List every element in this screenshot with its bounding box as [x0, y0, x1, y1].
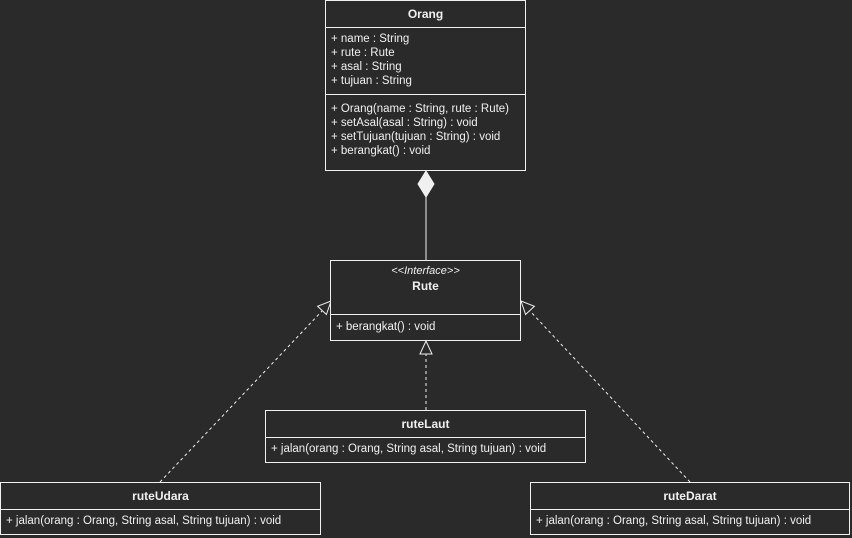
class-rute-udara-header: ruteUdara — [1, 483, 320, 510]
class-rute-laut[interactable]: ruteLaut + jalan(orang : Orang, String a… — [265, 410, 586, 463]
attribute-asal: + asal : String — [331, 61, 402, 73]
realization-arrowhead-rute-darat — [520, 300, 536, 316]
interface-rute[interactable]: <<Interface>> Rute + berangkat() : void — [330, 260, 521, 341]
class-rute-udara-name: ruteUdara — [132, 489, 189, 503]
interface-rute-methods: + berangkat() : void — [331, 315, 520, 338]
attribute-name: + name : String — [331, 33, 410, 45]
interface-rute-stereotype: <<Interface>> — [391, 265, 460, 277]
method-orang-constructor: + Orang(name : String, rute : Rute) — [331, 103, 510, 115]
class-rute-darat-name: ruteDarat — [663, 489, 717, 503]
method-berangkat: + berangkat() : void — [331, 145, 431, 157]
realization-arrowhead-rute-udara — [316, 300, 332, 316]
method-jalan: + jalan(orang : Orang, String asal, Stri… — [536, 515, 812, 527]
class-rute-laut-name: ruteLaut — [401, 417, 450, 431]
class-rute-udara-methods: + jalan(orang : Orang, String asal, Stri… — [1, 510, 320, 532]
method-jalan: + jalan(orang : Orang, String asal, Stri… — [271, 443, 547, 455]
class-orang-methods: + Orang(name : String, rute : Rute) + se… — [326, 94, 525, 162]
class-rute-darat-methods: + jalan(orang : Orang, String asal, Stri… — [531, 510, 849, 532]
class-rute-darat-header: ruteDarat — [531, 483, 849, 510]
method-set-tujuan: + setTujuan(tujuan : String) : void — [331, 131, 501, 143]
class-rute-udara[interactable]: ruteUdara + jalan(orang : Orang, String … — [0, 482, 321, 535]
class-rute-darat[interactable]: ruteDarat + jalan(orang : Orang, String … — [530, 482, 850, 535]
class-rute-laut-methods: + jalan(orang : Orang, String asal, Stri… — [266, 438, 585, 460]
class-orang[interactable]: Orang + name : String + rute : Rute + as… — [325, 0, 526, 171]
method-berangkat: + berangkat() : void — [336, 321, 436, 333]
interface-rute-header: <<Interface>> Rute — [331, 261, 520, 315]
method-set-asal: + setAsal(asal : String) : void — [331, 117, 478, 129]
interface-rute-name: Rute — [412, 279, 439, 293]
class-orang-attributes: + name : String + rute : Rute + asal : S… — [326, 28, 525, 94]
class-rute-laut-header: ruteLaut — [266, 411, 585, 438]
class-orang-name: Orang — [407, 7, 444, 21]
method-jalan: + jalan(orang : Orang, String asal, Stri… — [6, 515, 282, 527]
composition-diamond — [417, 170, 435, 198]
attribute-rute: + rute : Rute — [331, 47, 395, 59]
class-orang-header: Orang — [326, 1, 525, 28]
realization-arrowhead-rute-laut — [419, 339, 433, 355]
attribute-tujuan: + tujuan : String — [331, 75, 412, 87]
